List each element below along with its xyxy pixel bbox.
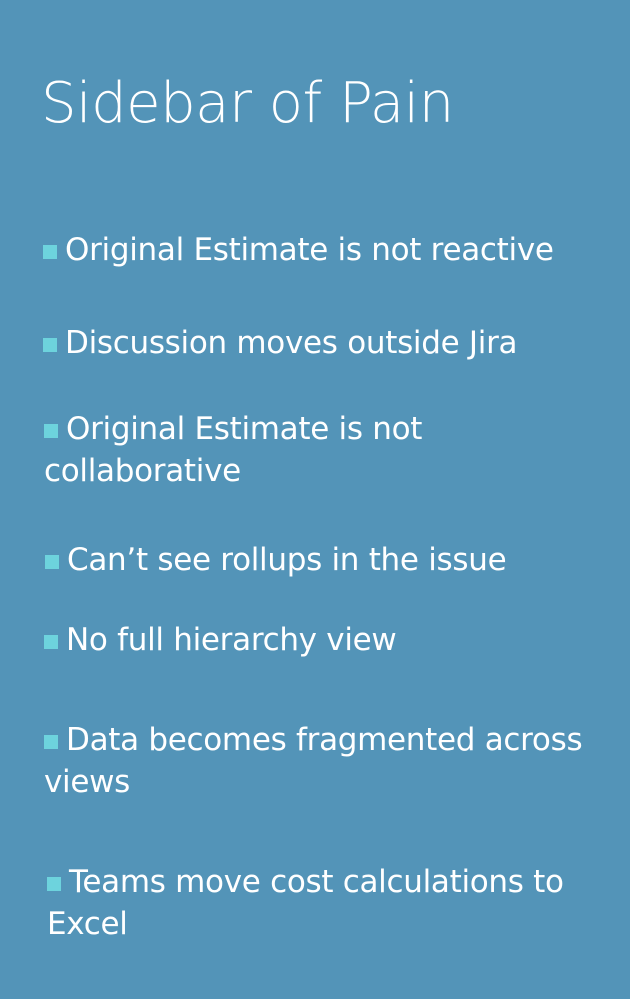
- square-bullet-icon: [44, 424, 58, 438]
- bullet-item: Discussion moves outside Jira: [43, 322, 623, 364]
- bullet-text: Data becomes fragmented across views: [44, 722, 583, 800]
- bullet-item: Original Estimate is not reactive: [43, 229, 623, 271]
- bullet-text: Original Estimate is not collaborative: [44, 411, 423, 489]
- square-bullet-icon: [44, 735, 58, 749]
- square-bullet-icon: [47, 877, 61, 891]
- slide-title: Sidebar of Pain: [41, 71, 454, 136]
- bullet-item: Teams move cost calculations to Excel: [47, 861, 607, 945]
- bullet-text: No full hierarchy view: [66, 622, 397, 658]
- bullet-item: Can’t see rollups in the issue: [45, 539, 625, 581]
- bullet-text: Can’t see rollups in the issue: [67, 542, 507, 578]
- bullet-item: No full hierarchy view: [44, 619, 624, 661]
- square-bullet-icon: [44, 635, 58, 649]
- square-bullet-icon: [43, 338, 57, 352]
- square-bullet-icon: [45, 555, 59, 569]
- bullet-text: Original Estimate is not reactive: [65, 232, 554, 268]
- bullet-item: Data becomes fragmented across views: [44, 719, 614, 803]
- bullet-text: Teams move cost calculations to Excel: [47, 864, 564, 942]
- bullet-text: Discussion moves outside Jira: [65, 325, 518, 361]
- bullet-item: Original Estimate is not collaborative: [44, 408, 484, 492]
- square-bullet-icon: [43, 245, 57, 259]
